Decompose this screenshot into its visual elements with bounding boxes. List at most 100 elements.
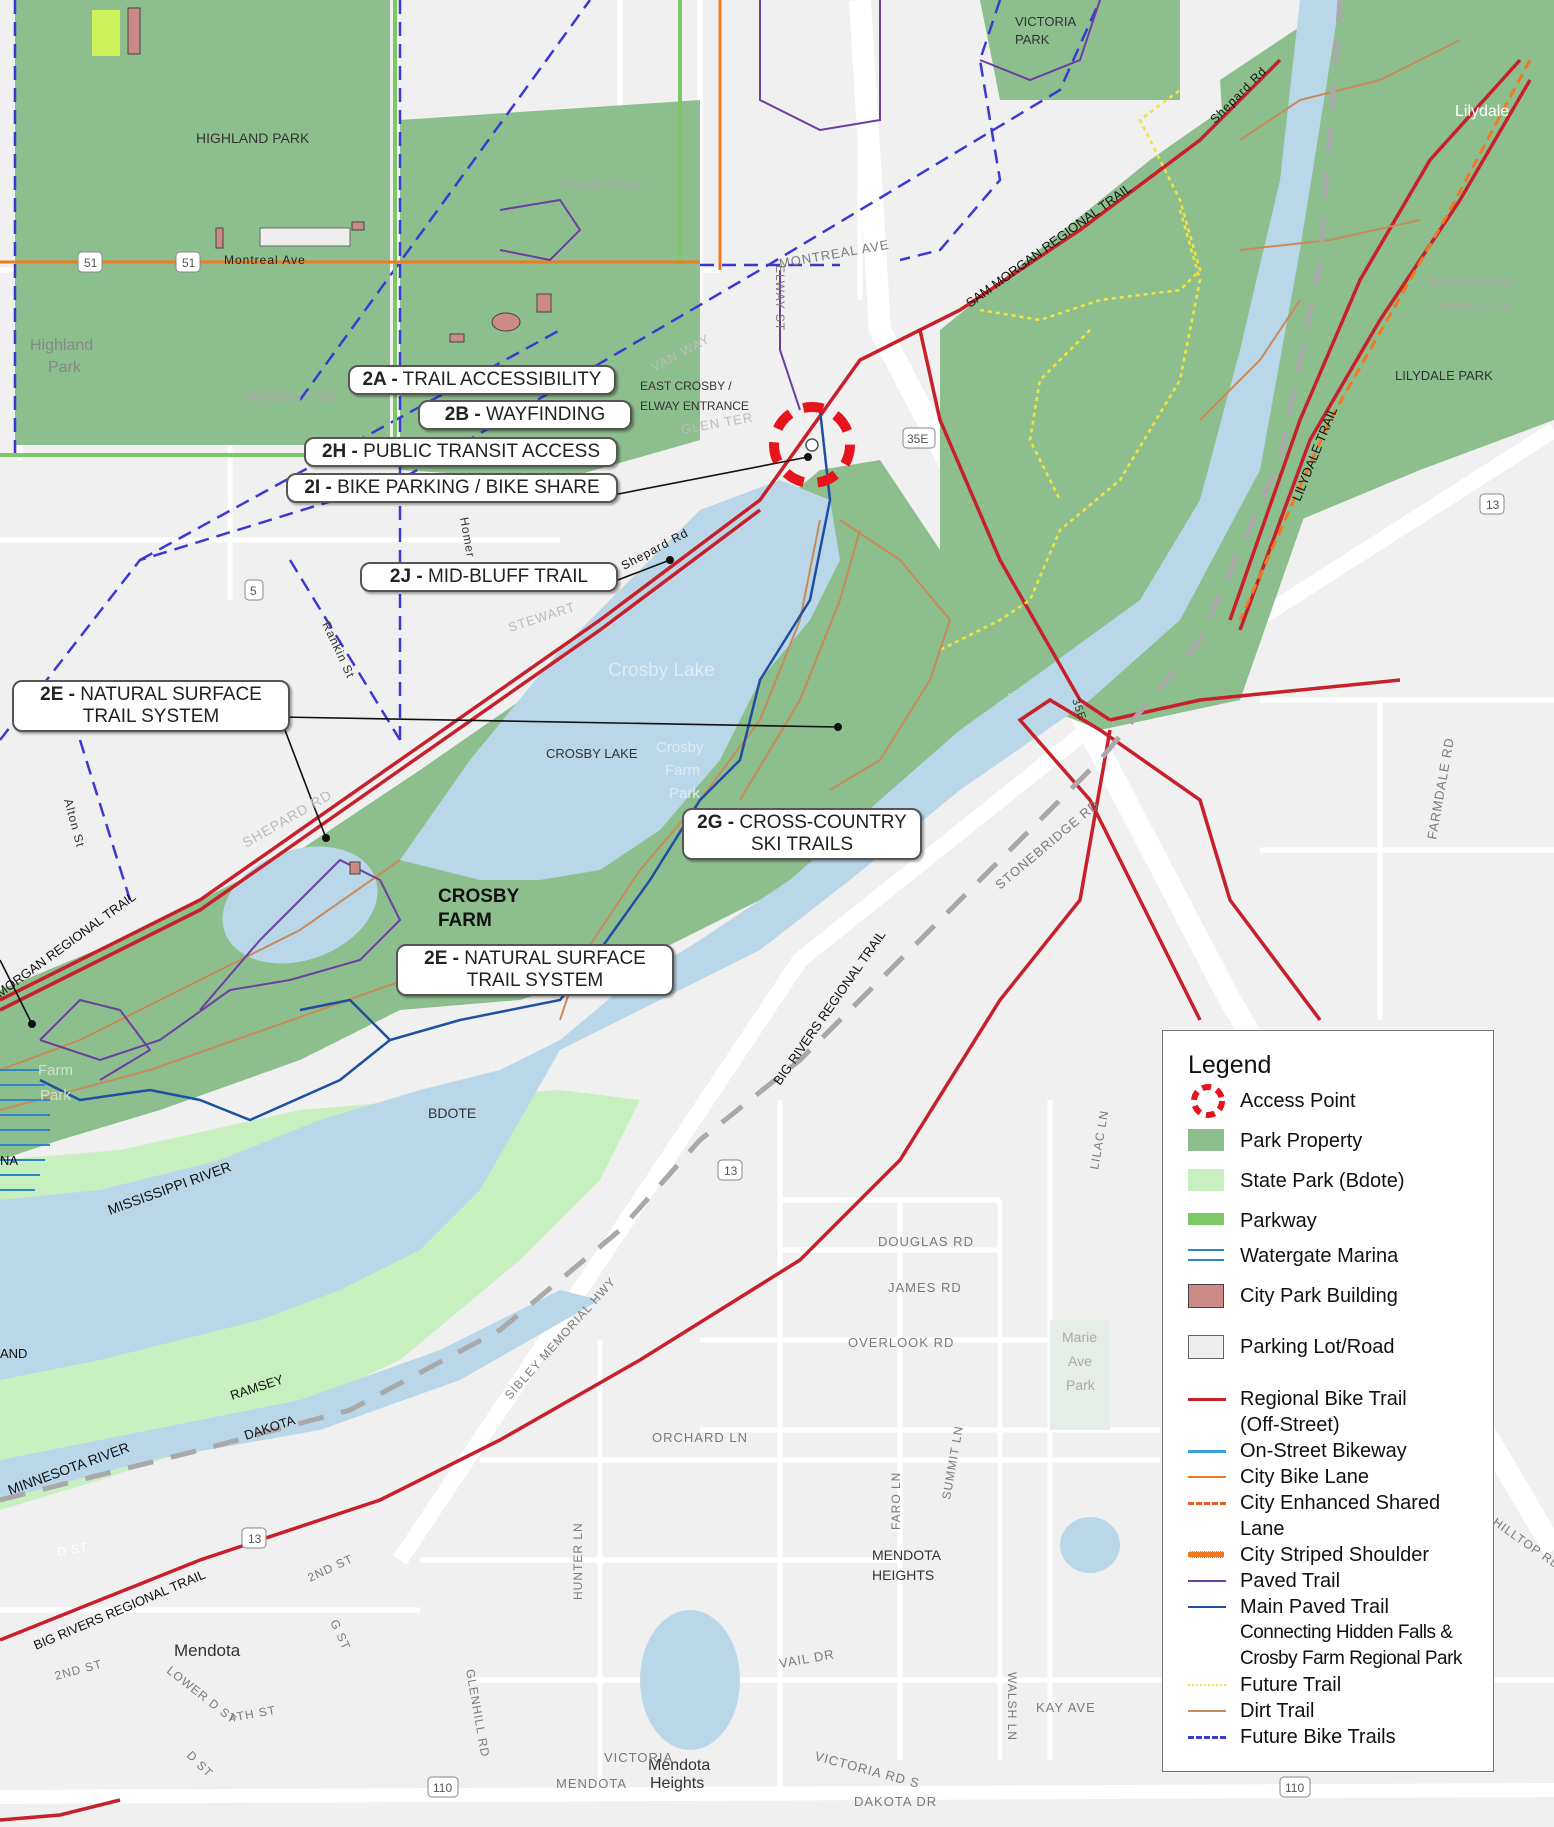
crosby-lake (400, 480, 840, 880)
callout-code: 2H - (321, 441, 358, 462)
label-east-crosby-2: ELWAY ENTRANCE (640, 399, 749, 413)
callout-text: NATURAL SURFACE (80, 684, 262, 705)
label-marie-2: Ave (1068, 1353, 1092, 1369)
minnesota-river (0, 1290, 600, 1500)
legend-label: Future Bike Trails (1240, 1726, 1396, 1748)
regional-trail-swatch-icon (1188, 1398, 1226, 1401)
callout-text: WAYFINDING (485, 404, 606, 425)
pond-mendota (640, 1610, 740, 1750)
access-point-legend-icon (1191, 1084, 1225, 1118)
road-kay: KAY AVE (1036, 1700, 1096, 1715)
label-crosby-lake: CROSBY LAKE (546, 746, 638, 761)
road-mendota-rd: MENDOTA (556, 1776, 627, 1791)
label-crosby-farm-2: FARM (438, 910, 492, 931)
callout-text: PUBLIC TRANSIT ACCESS (363, 441, 601, 462)
label-crosby-lake-water: Crosby Lake (608, 660, 715, 681)
label-highland-faded: Highland Park (242, 389, 337, 406)
road-dakota-dr: DAKOTA DR (854, 1794, 937, 1809)
label-crosby-farm-park-1: Crosby (656, 739, 704, 756)
road-victoria-left: VICTORIA (604, 1750, 673, 1765)
regional-bike-trails (0, 58, 1532, 1822)
road-d-st: D ST (56, 1540, 89, 1559)
road-faro: FARO LN (889, 1472, 903, 1530)
label-mendota-heights-2: HEIGHTS (872, 1567, 934, 1583)
highway-shields: 51 51 5 35E 13 13 13 110 110 (77, 251, 1505, 1798)
label-bdote: BDOTE (428, 1105, 476, 1121)
road-montreal-ave: Montreal Ave (224, 253, 306, 267)
callout-dots (28, 453, 842, 1028)
access-point-center-icon (805, 438, 819, 452)
label-marie-1: Marie (1062, 1329, 1097, 1345)
callout-code: 2E - (424, 948, 459, 969)
future-trail-swatch-icon (1188, 1684, 1226, 1686)
paved-trails (39, 0, 1101, 1081)
marie-ave-park (1050, 1320, 1110, 1430)
legend-label-3: Crosby Farm Regional Park (1240, 1648, 1462, 1669)
callout-text-2: TRAIL SYSTEM (466, 970, 604, 991)
callout-code: 2E - (40, 684, 75, 705)
legend-label: Future Trail (1240, 1674, 1342, 1696)
label-crosby-farm-1: CROSBY (438, 886, 520, 907)
park-property-swatch-icon (1188, 1129, 1224, 1151)
main-paved-swatch-icon (1188, 1606, 1226, 1608)
callout-2j-mid-bluff: 2J - MID-BLUFF TRAIL (360, 562, 618, 592)
legend-label-2: Connecting Hidden Falls & (1240, 1622, 1453, 1643)
bike-lane-swatch-icon (1188, 1476, 1226, 1478)
road-walsh: WALSH LN (1005, 1672, 1019, 1741)
access-point-icon (769, 402, 855, 488)
parking-lot (259, 227, 351, 247)
city-park-buildings (127, 7, 552, 875)
callout-2b-wayfinding: 2B - WAYFINDING (418, 400, 632, 430)
small-lake (222, 846, 378, 964)
callout-code: 2A - (362, 369, 398, 390)
hwy51-shield-1: 51 (84, 256, 98, 270)
map-legend: Legend Access Point Park Property State … (1162, 1030, 1494, 1772)
label-lilydale-park: LILYDALE PARK (1395, 368, 1493, 383)
on-street-swatch-icon (1188, 1450, 1226, 1453)
legend-label: City Striped Shoulder (1240, 1544, 1429, 1566)
callout-code: 2J - (389, 566, 423, 587)
callout-text: NATURAL SURFACE (464, 948, 646, 969)
hwy51-shield-2: 51 (182, 256, 196, 270)
legend-label: City Enhanced Shared (1240, 1492, 1441, 1514)
callout-text: MID-BLUFF TRAIL (427, 566, 589, 587)
road-james: JAMES RD (888, 1280, 962, 1295)
label-crosby-farm-park-3: Park (669, 785, 700, 802)
legend-label: Dirt Trail (1240, 1700, 1315, 1722)
legend-label: State Park (Bdote) (1240, 1170, 1405, 1192)
legend-label: Parking Lot/Road (1240, 1336, 1395, 1358)
watergate-marina (0, 1069, 50, 1191)
hwy110-shield-2: 110 (1285, 1781, 1304, 1795)
label-highland-small-2: Park (48, 359, 82, 376)
mississippi-river (0, 0, 1340, 1380)
future-trails (939, 89, 1202, 652)
state-park-swatch-icon (1188, 1169, 1224, 1191)
parkway-square (92, 10, 120, 56)
legend-label: City Park Building (1240, 1285, 1398, 1307)
label-mendota-heights-bottom-2: Heights (650, 1775, 704, 1792)
label-mendota: Mendota (174, 1641, 241, 1660)
hwy13-shield-1: 13 (1486, 498, 1500, 512)
callout-code: 2G - (697, 812, 735, 833)
paved-trail-swatch-icon (1188, 1580, 1226, 1582)
callout-2a-trail-accessibility: 2A - TRAIL ACCESSIBILITY (348, 365, 616, 395)
marina-swatch-icon (1188, 1249, 1224, 1261)
legend-label: On-Street Bikeway (1240, 1440, 1407, 1462)
callout-text-2: TRAIL SYSTEM (82, 706, 220, 727)
callout-2e-natural-surface-bottom: 2E - NATURAL SURFACE TRAIL SYSTEM (396, 944, 674, 996)
shared-lane-swatch-icon (1188, 1502, 1226, 1505)
building-swatch-icon (1188, 1284, 1224, 1308)
county-boundary (0, 0, 1343, 1503)
main-paved-trails (39, 409, 832, 1122)
hwy13-shield-2: 13 (724, 1164, 738, 1178)
label-highland-small-1: Highland (30, 337, 93, 354)
road-elway-st: ELWAY ST (773, 265, 787, 331)
label-farm-left-2: Park (40, 1087, 71, 1104)
callout-code: 2I - (304, 477, 332, 498)
legend-label-2: (Off-Street) (1240, 1414, 1340, 1436)
callout-2i-bike-parking: 2I - BIKE PARKING / BIKE SHARE (286, 473, 618, 503)
label-lilydale-harriet-2: - Cherokee Pa (1420, 297, 1510, 313)
parking-swatch-icon (1188, 1335, 1224, 1359)
legend-label: Access Point (1240, 1090, 1356, 1112)
